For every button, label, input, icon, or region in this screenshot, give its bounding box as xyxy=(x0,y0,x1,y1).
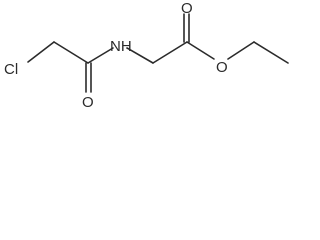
bond-c1-c2 xyxy=(53,41,89,64)
amide-nitrogen-label: NH xyxy=(110,38,132,55)
amide-oxygen-label: O xyxy=(82,94,94,111)
ester-oxygen-label: O xyxy=(216,59,228,76)
chlorine-label: Cl xyxy=(4,61,18,78)
bond-cl-c1 xyxy=(27,41,55,63)
bond-c2-n xyxy=(87,47,114,64)
bond-n-c3 xyxy=(126,47,154,64)
carbonyl-oxygen-label: O xyxy=(181,0,193,17)
bond-c5-c6 xyxy=(253,41,289,64)
bond-o-c5 xyxy=(227,41,255,60)
bond-c3-c4 xyxy=(152,41,188,64)
structural-formula: Cl NH O O O xyxy=(4,0,289,111)
bond-c4-o-ester xyxy=(186,41,215,60)
